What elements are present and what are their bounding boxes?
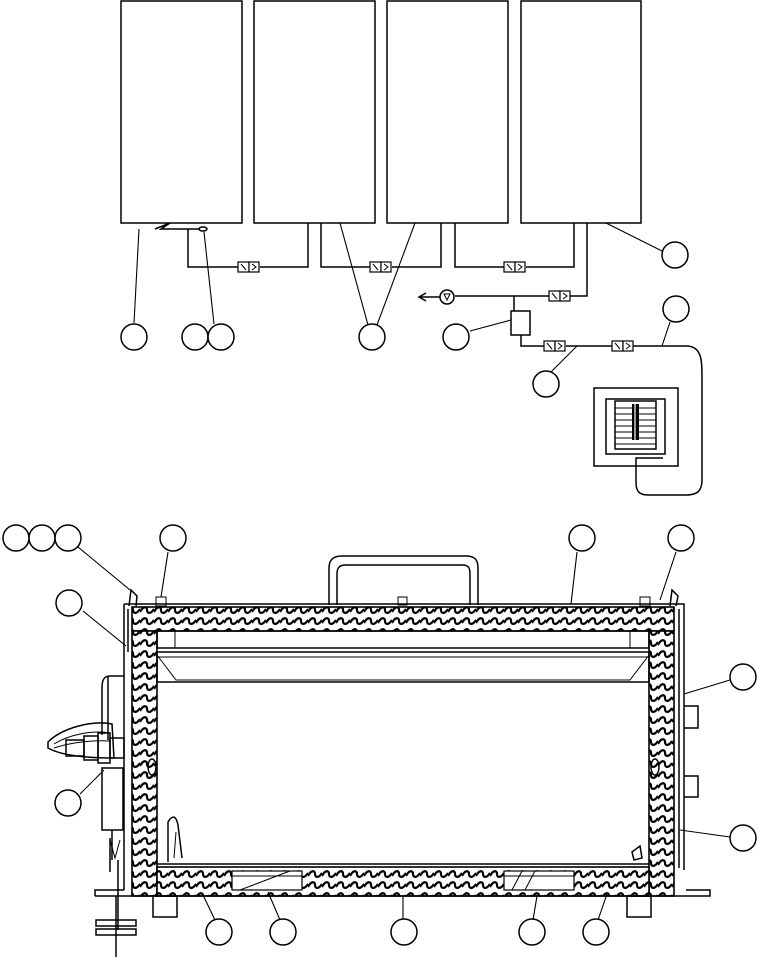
quick-connector xyxy=(369,261,392,273)
vent-grille xyxy=(614,400,657,450)
leader-line xyxy=(202,894,216,921)
lower-cross-section xyxy=(2,524,757,957)
callout-circle-icon xyxy=(582,918,610,946)
leader-line xyxy=(570,551,578,605)
leader-line xyxy=(79,769,105,795)
callout-circle-icon xyxy=(54,789,82,817)
upper-schematic xyxy=(120,0,703,496)
quick-connector xyxy=(543,340,566,352)
callout-circle-icon xyxy=(729,824,757,852)
outer-case xyxy=(123,603,685,870)
latch-hook xyxy=(128,588,138,607)
callout-circle-icon xyxy=(55,589,83,617)
leader-line xyxy=(659,551,677,601)
inner-clip xyxy=(631,844,643,861)
vent-unit-inner xyxy=(605,398,666,455)
floor-pads xyxy=(231,870,575,891)
leader-line xyxy=(267,891,281,921)
leader-line xyxy=(376,222,416,326)
leader-line xyxy=(597,893,608,921)
leader-line xyxy=(532,895,538,921)
leader-line xyxy=(203,231,215,325)
callout-circle-icon xyxy=(205,918,233,946)
leader-line xyxy=(605,222,663,252)
leader-line xyxy=(133,228,140,324)
right-fitting xyxy=(684,705,699,729)
quick-connector xyxy=(611,340,634,352)
inner-tray xyxy=(156,651,650,683)
callout-circle-icon xyxy=(54,524,82,552)
module-box-3 xyxy=(386,0,509,224)
leader-line xyxy=(77,546,131,591)
module-box-4 xyxy=(520,0,642,224)
callout-circle-icon xyxy=(2,524,30,552)
gauge-icon xyxy=(439,289,455,305)
left-control-assembly xyxy=(47,648,137,957)
inner-tray-rail xyxy=(156,630,650,649)
callout-circle-icon xyxy=(662,295,690,323)
callout-circle-icon xyxy=(442,323,470,351)
module-box-1 xyxy=(120,0,243,224)
callout-circle-icon xyxy=(28,524,56,552)
insulated-floor xyxy=(156,866,650,897)
leader-line xyxy=(661,321,671,347)
insulated-lid xyxy=(131,606,675,632)
callout-circle-icon xyxy=(390,918,418,946)
quick-connector xyxy=(503,261,526,273)
callout-circle-icon xyxy=(568,524,596,552)
manifold-block xyxy=(510,310,531,336)
callout-circle-icon xyxy=(181,323,209,351)
hose-link-1-2 xyxy=(187,223,309,268)
insulated-left-wall xyxy=(131,630,158,897)
foot xyxy=(626,895,652,918)
callout-circle-icon xyxy=(667,524,695,552)
carry-handle xyxy=(328,555,479,605)
leader-line xyxy=(339,222,369,326)
hose-hook xyxy=(154,222,200,230)
callout-circle-icon xyxy=(532,370,560,398)
inner-clip xyxy=(167,816,183,862)
callout-circle-icon xyxy=(120,323,148,351)
callout-circle-icon xyxy=(518,918,546,946)
arrow-left-icon xyxy=(417,292,440,302)
module-box-2 xyxy=(253,0,376,224)
callout-circle-icon xyxy=(269,918,297,946)
leader-line xyxy=(160,551,169,598)
quick-connector xyxy=(237,261,260,273)
callout-circle-icon xyxy=(729,663,757,691)
insulated-right-wall xyxy=(648,630,675,897)
leader-line xyxy=(82,610,127,647)
leader-line xyxy=(469,319,512,332)
vent-unit-outer xyxy=(593,387,679,467)
callout-circle-icon xyxy=(661,241,689,269)
callout-circle-icon xyxy=(207,323,235,351)
leader-line xyxy=(679,829,731,838)
lid-bolt xyxy=(639,596,651,607)
quick-connector xyxy=(548,290,571,302)
right-fitting xyxy=(684,775,699,798)
hose-link-2-3 xyxy=(320,223,442,268)
leader-line xyxy=(550,345,578,373)
callout-circle-icon xyxy=(358,323,386,351)
foot xyxy=(152,895,178,918)
leader-line xyxy=(683,679,731,695)
hose-link-3-4 xyxy=(454,223,575,268)
latch-hook xyxy=(669,588,679,607)
callout-circle-icon xyxy=(159,524,187,552)
